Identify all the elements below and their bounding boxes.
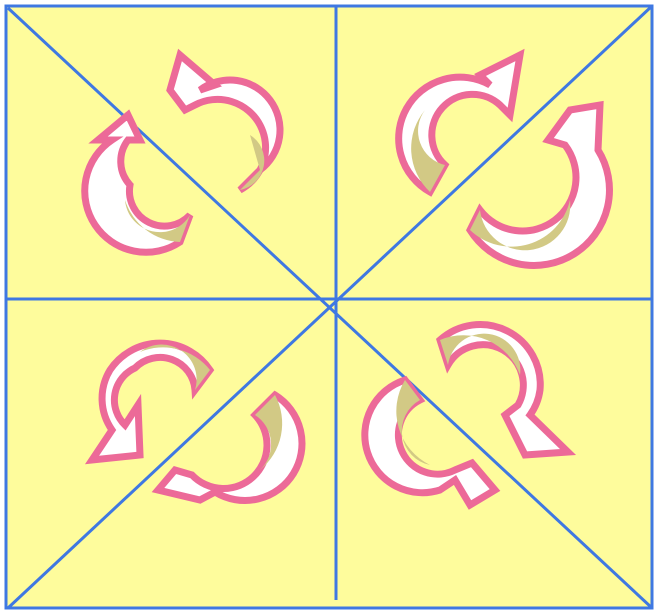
quadrant-arrow-diagram — [0, 0, 658, 614]
